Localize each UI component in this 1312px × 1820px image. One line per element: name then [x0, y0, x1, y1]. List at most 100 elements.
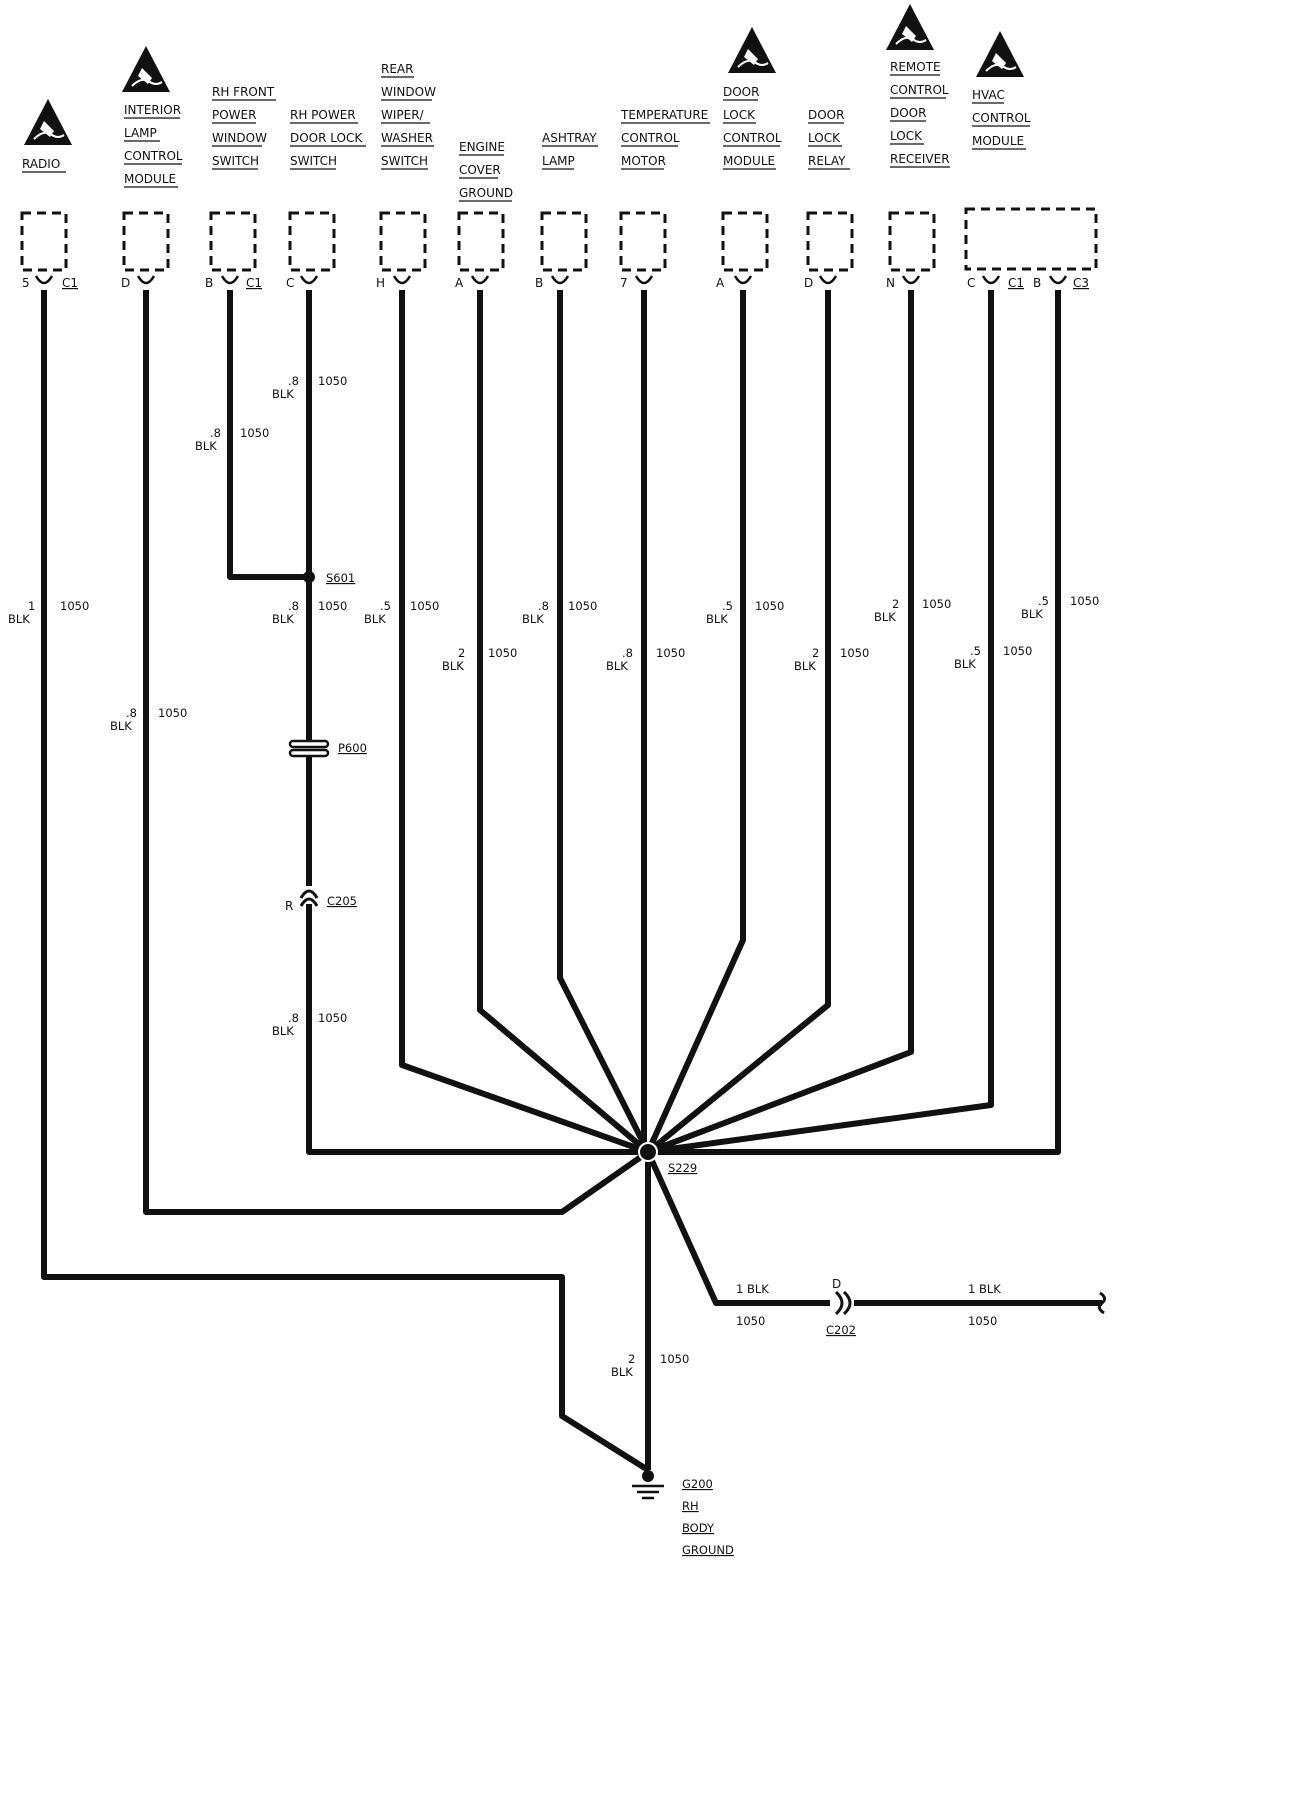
component-label-interior-lamp-control-module: INTERIOR LAMP CONTROL MODULE — [124, 103, 183, 188]
svg-text:1050: 1050 — [968, 1314, 997, 1328]
component-box-temperature — [619, 211, 667, 272]
svg-text:RECEIVER: RECEIVER — [890, 152, 950, 166]
svg-text:A: A — [455, 276, 464, 290]
svg-text:CONTROL: CONTROL — [621, 131, 680, 145]
svg-text:.8: .8 — [538, 599, 549, 613]
svg-text:.5: .5 — [722, 599, 733, 613]
svg-text:BLK: BLK — [364, 612, 386, 626]
wire-ashtray — [557, 290, 651, 1154]
ground-g200-icon — [632, 1470, 664, 1500]
svg-text:C3: C3 — [1073, 276, 1089, 290]
svg-text:H: H — [376, 276, 385, 290]
component-label-radio: RADIO — [22, 157, 66, 173]
wire-dlcm — [645, 290, 746, 1154]
wires — [41, 290, 1102, 1473]
svg-text:5: 5 — [22, 276, 30, 290]
esd-warning-icon-interior-lamp — [121, 45, 171, 93]
svg-text:BLK: BLK — [874, 610, 896, 624]
svg-text:HVAC: HVAC — [972, 88, 1005, 102]
svg-text:CONTROL: CONTROL — [124, 149, 183, 163]
svg-text:DOOR: DOOR — [808, 108, 844, 122]
wire-engine-cover — [477, 290, 650, 1155]
svg-text:B: B — [205, 276, 213, 290]
svg-text:1050: 1050 — [1070, 594, 1099, 608]
svg-text:MODULE: MODULE — [124, 172, 176, 186]
component-label-door-lock-control-module: DOOR LOCK CONTROL MODULE — [723, 85, 782, 170]
svg-text:BLK: BLK — [272, 1024, 294, 1038]
svg-text:WINDOW: WINDOW — [212, 131, 267, 145]
svg-text:LOCK: LOCK — [890, 129, 923, 143]
svg-text:1050: 1050 — [660, 1352, 689, 1366]
svg-text:BLK: BLK — [794, 659, 816, 673]
splice-s601-label: S601 — [326, 571, 355, 585]
svg-text:D: D — [121, 276, 130, 290]
svg-text:BLK: BLK — [110, 719, 132, 733]
splice-s229-label: S229 — [668, 1161, 697, 1175]
svg-text:BODY: BODY — [682, 1521, 715, 1535]
svg-text:1050: 1050 — [922, 597, 951, 611]
svg-text:BLK: BLK — [1021, 607, 1043, 621]
component-label-rh-power-door-lock-switch: RH POWER DOOR LOCK SWITCH — [290, 108, 366, 170]
connector-c202-icon — [834, 1290, 852, 1316]
pin-labels: 5 C1 D B C1 C H A B 7 A D N C C1 B C3 — [22, 276, 1089, 290]
svg-text:BLK: BLK — [272, 612, 294, 626]
svg-text:LAMP: LAMP — [124, 126, 157, 140]
connector-c202-label: C202 — [826, 1323, 856, 1337]
svg-text:RADIO: RADIO — [22, 157, 60, 171]
component-box-rh-front — [209, 211, 257, 272]
splice-s229-dot — [638, 1142, 658, 1162]
esd-warning-icon-remote-receiver — [885, 3, 935, 51]
svg-text:.5: .5 — [380, 599, 391, 613]
svg-text:1050: 1050 — [318, 599, 347, 613]
svg-text:BLK: BLK — [8, 612, 30, 626]
svg-text:LAMP: LAMP — [542, 154, 575, 168]
svg-text:ASHTRAY: ASHTRAY — [542, 131, 597, 145]
svg-text:1050: 1050 — [840, 646, 869, 660]
component-label-hvac-control-module: HVAC CONTROL MODULE — [972, 88, 1031, 150]
svg-text:N: N — [886, 276, 895, 290]
svg-text:SWITCH: SWITCH — [290, 154, 337, 168]
svg-text:BLK: BLK — [442, 659, 464, 673]
component-box-interior-lamp — [122, 211, 170, 272]
svg-text:WINDOW: WINDOW — [381, 85, 436, 99]
svg-text:B: B — [535, 276, 543, 290]
wire-rh-power-lower — [306, 904, 648, 1155]
svg-text:RH FRONT: RH FRONT — [212, 85, 275, 99]
svg-text:DOOR: DOOR — [723, 85, 759, 99]
svg-text:MODULE: MODULE — [972, 134, 1024, 148]
svg-text:GROUND: GROUND — [459, 186, 513, 200]
svg-text:1050: 1050 — [755, 599, 784, 613]
wire-relay — [646, 290, 831, 1155]
component-box-engine-cover — [457, 211, 505, 272]
svg-text:DOOR LOCK: DOOR LOCK — [290, 131, 363, 145]
svg-text:.8: .8 — [288, 599, 299, 613]
svg-text:WIPER/: WIPER/ — [381, 108, 425, 122]
svg-text:1050: 1050 — [568, 599, 597, 613]
svg-text:DOOR: DOOR — [890, 106, 926, 120]
connector-c205-pin: R — [285, 899, 293, 913]
esd-warning-icon-hvac — [975, 30, 1025, 78]
svg-text:RH: RH — [682, 1499, 699, 1513]
svg-text:.8: .8 — [288, 1011, 299, 1025]
svg-text:ENGINE: ENGINE — [459, 140, 505, 154]
svg-text:B: B — [1033, 276, 1041, 290]
svg-text:C: C — [286, 276, 294, 290]
component-box-ashtray — [540, 211, 588, 272]
component-box-rh-power — [288, 211, 336, 272]
svg-text:INTERIOR: INTERIOR — [124, 103, 181, 117]
component-box-dlcm — [721, 211, 769, 272]
svg-text:G200: G200 — [682, 1477, 713, 1491]
svg-text:MOTOR: MOTOR — [621, 154, 666, 168]
ground-g200-label: G200 RH BODY GROUND — [682, 1477, 734, 1557]
svg-text:BLK: BLK — [706, 612, 728, 626]
esd-warning-icon-door-lock-control — [727, 26, 777, 74]
svg-text:.5: .5 — [970, 644, 981, 658]
component-label-engine-cover-ground: ENGINE COVER GROUND — [459, 140, 513, 202]
svg-text:1050: 1050 — [736, 1314, 765, 1328]
component-label-remote-control-door-lock-receiver: REMOTE CONTROL DOOR LOCK RECEIVER — [890, 60, 950, 168]
svg-text:LOCK: LOCK — [723, 108, 756, 122]
svg-text:BLK: BLK — [195, 439, 217, 453]
connector-c205-icon — [299, 889, 319, 907]
svg-text:C1: C1 — [62, 276, 78, 290]
svg-text:BLK: BLK — [954, 657, 976, 671]
